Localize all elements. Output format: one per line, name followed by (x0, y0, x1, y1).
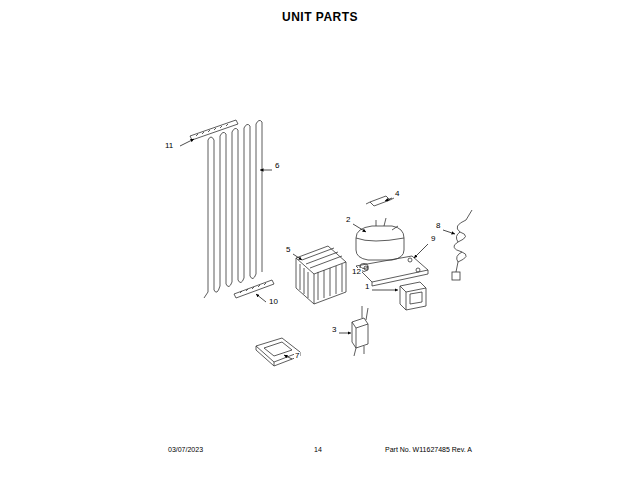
callout-number: 2 (345, 216, 351, 224)
callout-number: 3 (331, 326, 337, 334)
compressor-base-plate (356, 256, 428, 286)
footer-text: 14 (314, 446, 322, 453)
drain-pan (256, 338, 300, 366)
filter-drier (366, 196, 394, 206)
condenser-coil (204, 120, 262, 298)
footer-text: 03/07/2023 (168, 446, 203, 453)
callout-number: 7 (294, 352, 300, 360)
compressor (356, 218, 404, 260)
callout-number: 10 (268, 298, 279, 306)
callout-number: 11 (164, 142, 174, 150)
callout-number: 6 (274, 162, 280, 170)
leader-lines (180, 139, 455, 359)
control-box (400, 282, 426, 310)
footer-text: Part No. W11627485 Rev. A (385, 446, 472, 453)
bottom-bracket (234, 280, 274, 298)
top-bracket (190, 120, 238, 140)
callout-number: 9 (430, 235, 436, 243)
valve (352, 306, 368, 356)
power-cord (452, 210, 472, 280)
callout-number: 1 (364, 283, 370, 291)
callout-number: 5 (285, 246, 291, 254)
page-title: UNIT PARTS (282, 11, 358, 23)
callout-number: 4 (394, 190, 400, 198)
callout-number: 8 (435, 222, 441, 230)
callout-number: 12 (351, 268, 362, 276)
evaporator-coil (296, 246, 346, 304)
